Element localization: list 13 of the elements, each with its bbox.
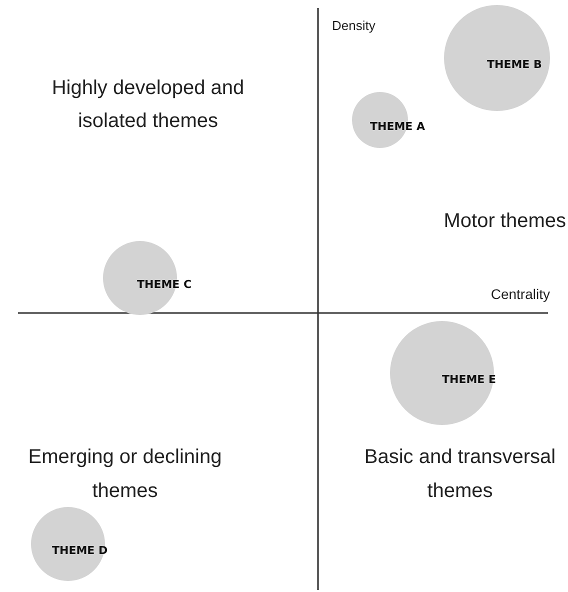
theme-label: THEME E <box>442 373 496 386</box>
axis-label: Density <box>332 18 376 34</box>
theme-label: THEME A <box>370 120 426 133</box>
theme-label: THEME B <box>487 58 542 71</box>
quadrant-label: Basic and transversal themes <box>363 445 557 504</box>
theme-bubble <box>390 321 494 425</box>
theme-label: THEME C <box>137 278 192 291</box>
theme-bubble <box>444 5 550 111</box>
axis-label: Centrality <box>490 285 550 303</box>
theme-label: THEME D <box>52 544 108 557</box>
quadrant-label: Highly developed and isolated themes <box>50 76 246 134</box>
quadrant-label: Motor themes <box>442 209 566 234</box>
quadrant-label: Emerging or declining themes <box>27 445 223 504</box>
